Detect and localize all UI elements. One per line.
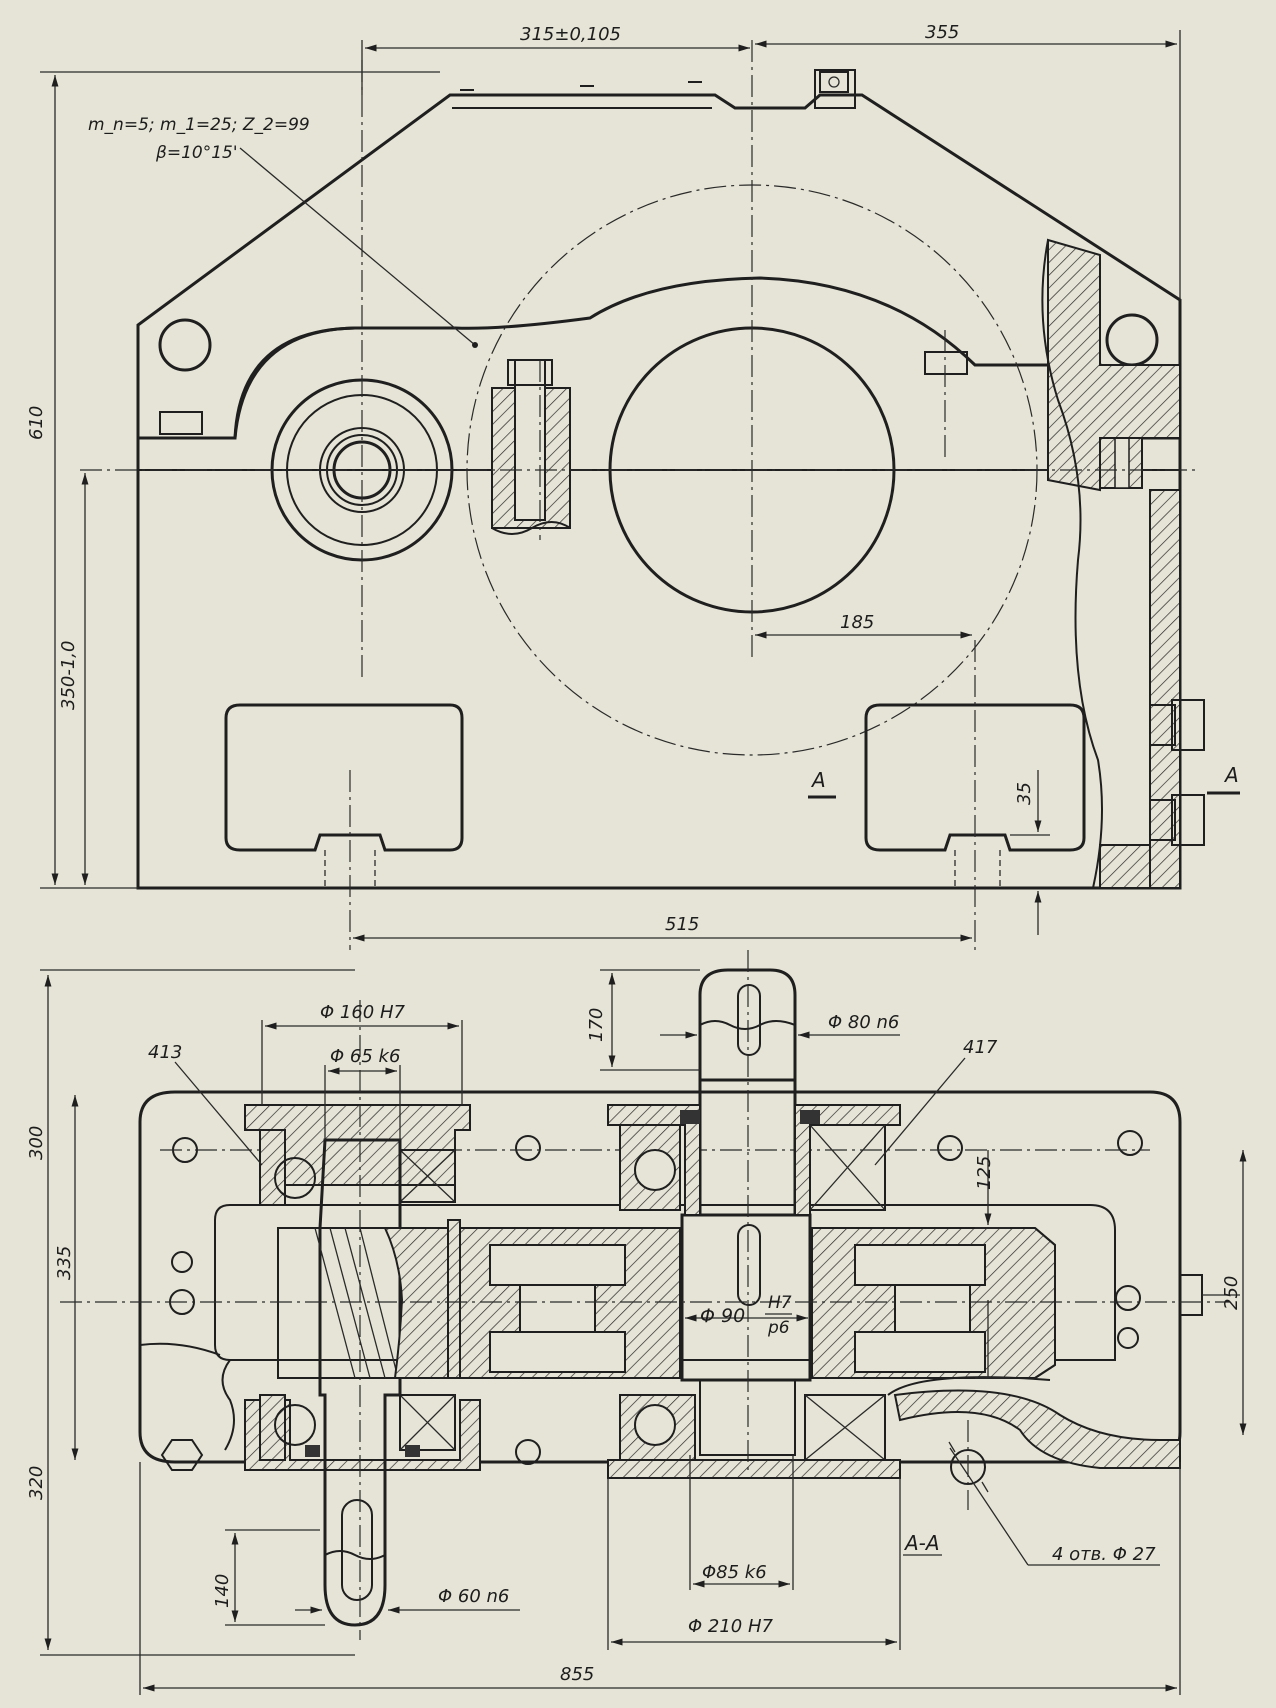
dim-bore-160: Φ 160 H7: [320, 1002, 406, 1023]
lifting-eye-left: [158, 318, 212, 372]
dim-hub-90: Φ 90: [700, 1305, 745, 1327]
dim-shaft-60: Φ 60 n6: [438, 1586, 509, 1607]
holes-note: 4 отв. Φ 27: [1052, 1544, 1156, 1565]
dim-center-distance: 315±0,105: [520, 24, 621, 45]
gear-params-line2: β=10°15': [155, 143, 238, 163]
section-mark-left: A: [810, 768, 826, 792]
dim-515: 515: [665, 914, 699, 935]
dim-bore-210: Φ 210 H7: [688, 1616, 774, 1637]
housing-outline: [136, 93, 1182, 890]
foot-pocket-left: [224, 703, 464, 852]
dim-125: 125: [974, 1156, 995, 1190]
dim-335: 335: [54, 1246, 75, 1280]
dim-hub-90-fit-den: p6: [767, 1318, 790, 1338]
dim-350: 350-1,0: [58, 641, 79, 710]
dim-hub-90-fit-num: H7: [768, 1293, 792, 1313]
pinion-shaft: [318, 1138, 402, 1627]
dim-shaft-65: Φ 65 k6: [330, 1046, 400, 1067]
plan-view: 413 417 Φ 160 H7 Φ 65 k6 170 Φ 80 n6 300…: [26, 950, 1247, 1695]
section-mark-right: A: [1223, 763, 1239, 787]
dim-185: 185: [840, 612, 874, 633]
foot-pocket-right: [864, 703, 1086, 852]
lifting-eye-right: [1105, 313, 1159, 367]
dim-shaft-80: Φ 80 n6: [828, 1012, 899, 1033]
dim-140: 140: [212, 1574, 233, 1608]
dim-shaft-85: Φ85 k6: [702, 1562, 767, 1583]
section-view-label: A-A: [903, 1531, 940, 1555]
dim-170: 170: [586, 1008, 607, 1042]
dim-855: 855: [560, 1664, 594, 1685]
dim-355: 355: [925, 22, 959, 43]
dim-250: 250: [1221, 1276, 1242, 1310]
gear-params-line1: m_n=5; m_1=25; Z_2=99: [88, 115, 310, 135]
dim-35: 35: [1014, 782, 1035, 805]
dim-300: 300: [26, 1126, 47, 1160]
dim-610: 610: [26, 406, 47, 440]
front-view: m_n=5; m_1=25; Z_2=99 β=10°15' 315±0,105…: [26, 22, 1240, 950]
label-413: 413: [148, 1042, 182, 1063]
wheel-shaft: [680, 1213, 812, 1382]
dim-320: 320: [26, 1466, 47, 1500]
label-417: 417: [963, 1037, 998, 1058]
